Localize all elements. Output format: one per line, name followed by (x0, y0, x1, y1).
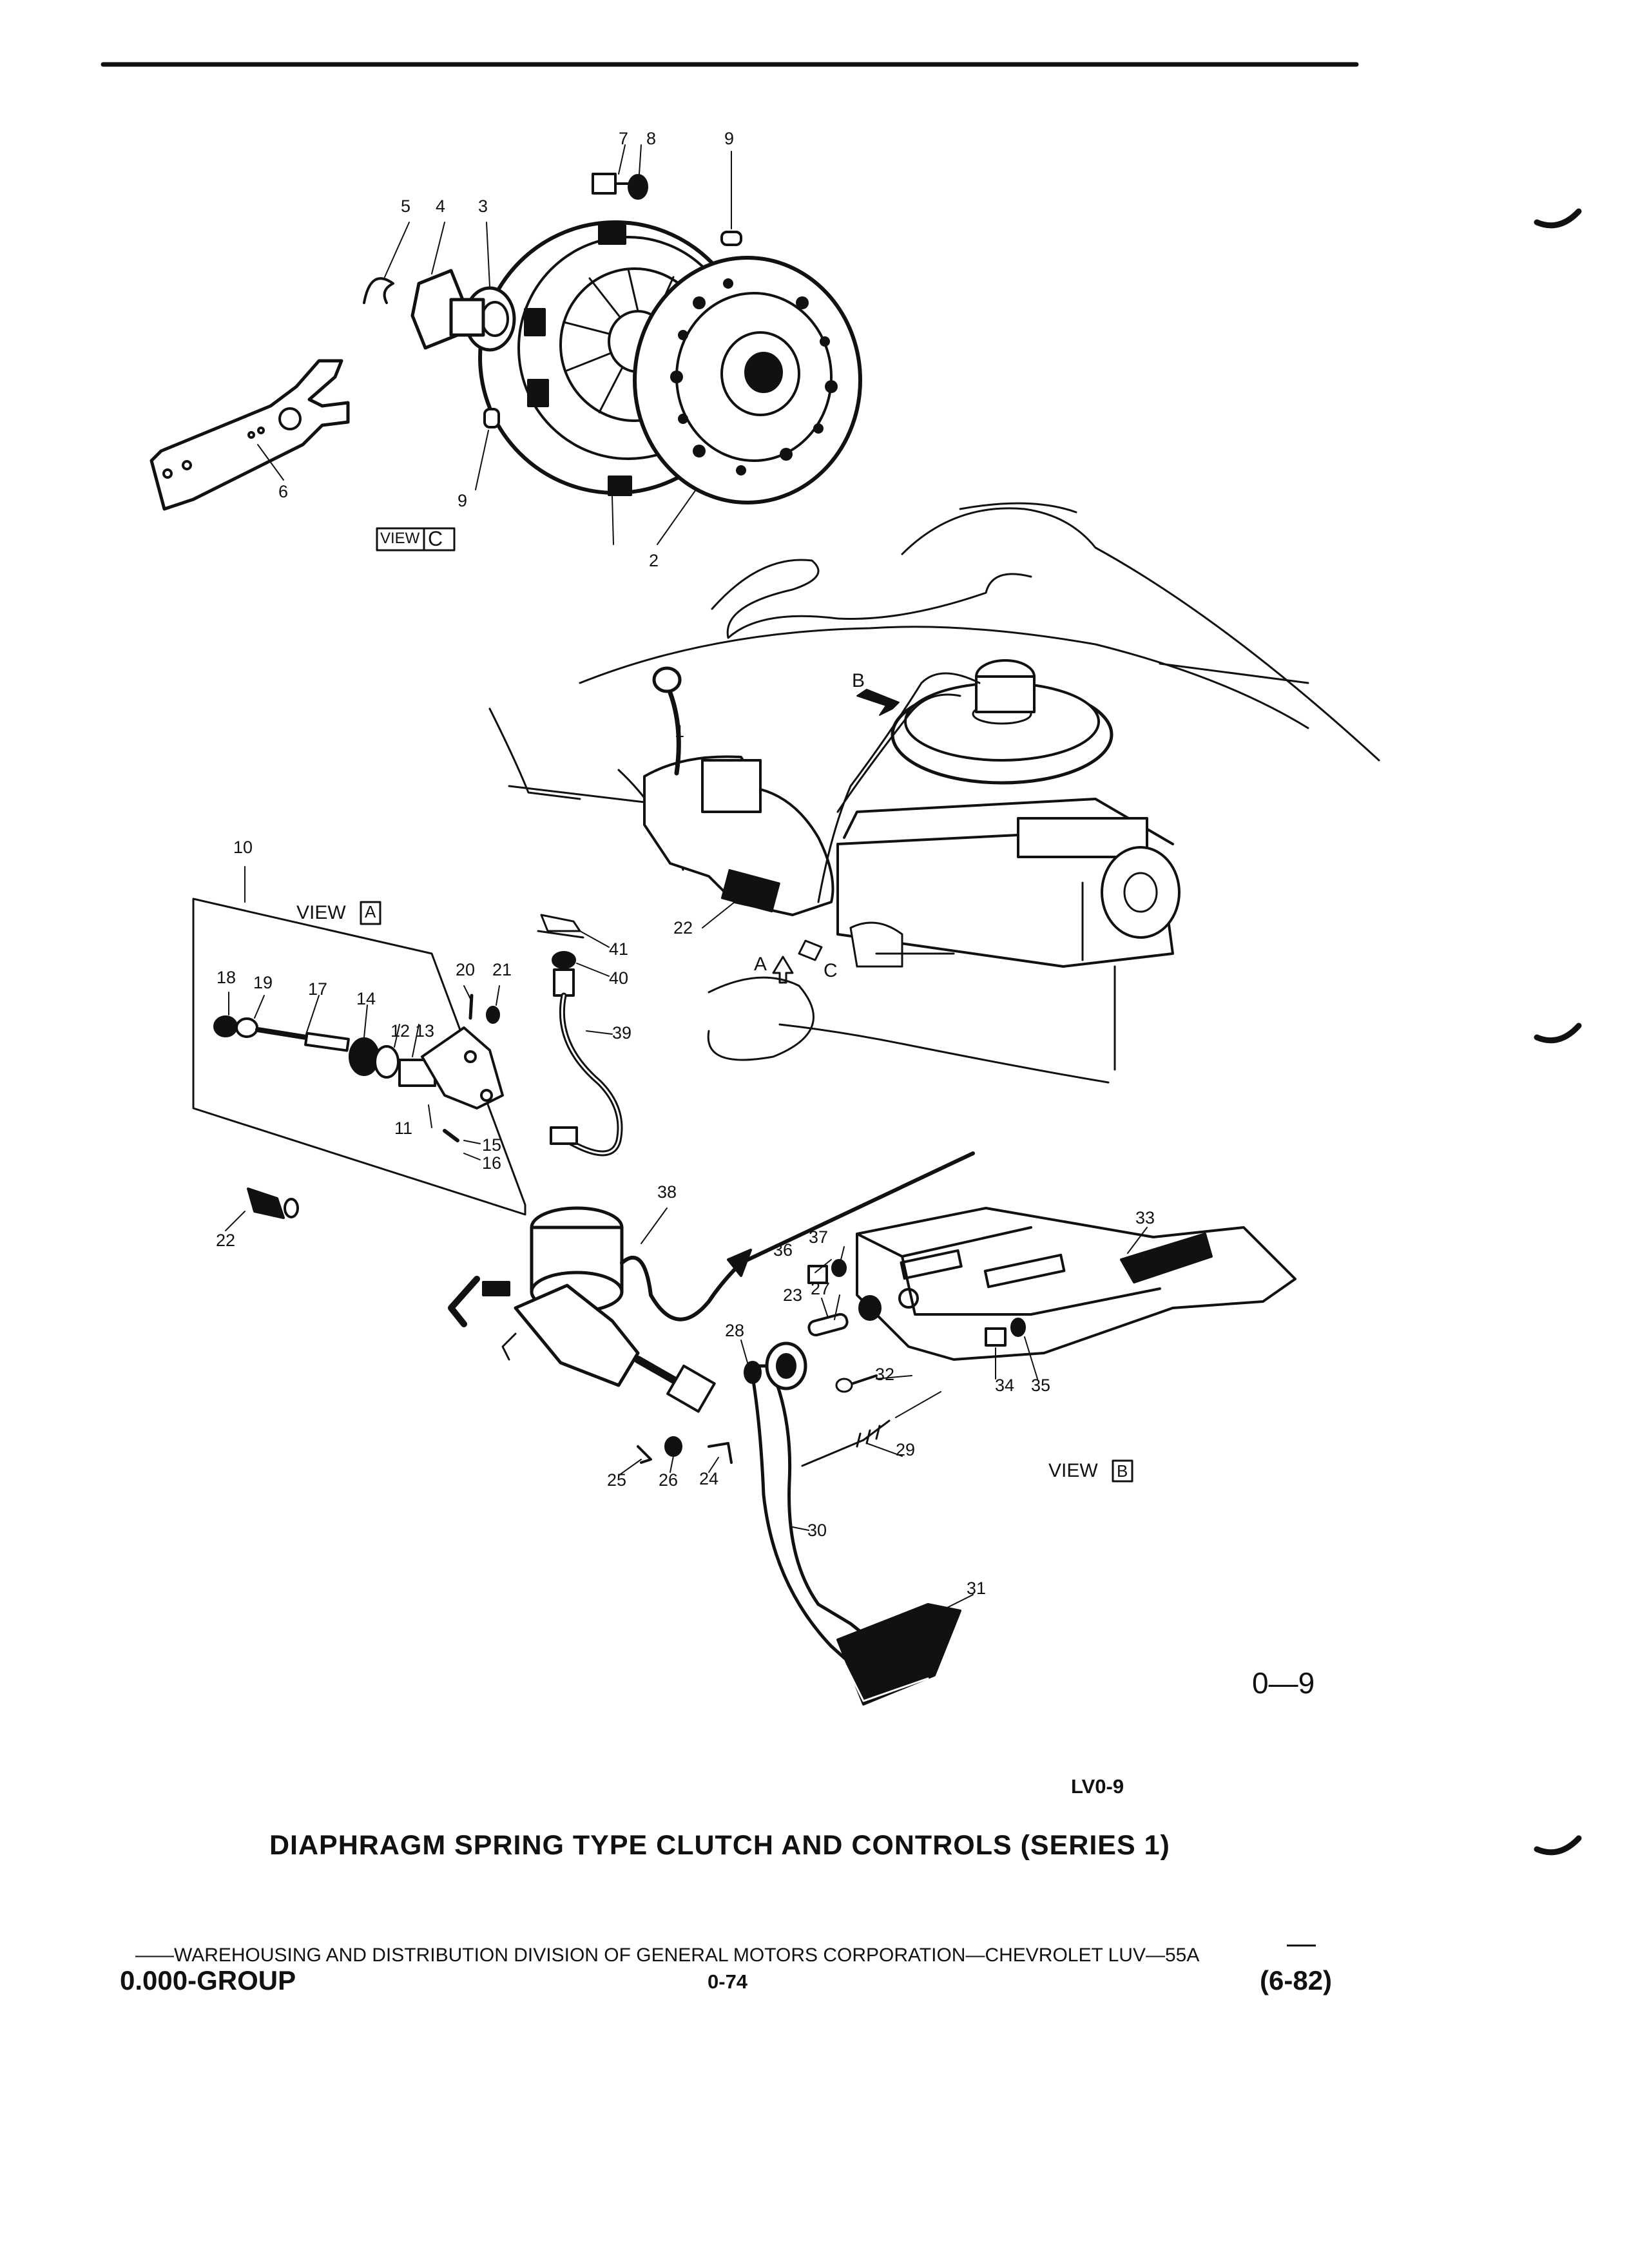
callout-number: 5 (401, 197, 411, 216)
callout-number: 18 (217, 968, 236, 987)
footer-rule (1287, 1945, 1316, 1946)
callout-number: 26 (659, 1470, 679, 1490)
callout-number: 14 (356, 989, 376, 1008)
callout-number: 34 (995, 1376, 1015, 1395)
callout-number: 30 (807, 1521, 827, 1540)
engine-bay-illustration (488, 502, 1380, 1084)
callout-number: 28 (725, 1321, 745, 1340)
callout-number: 9 (458, 491, 468, 510)
view-a-letter: A (365, 902, 376, 921)
callout-number: 12 (390, 1021, 410, 1041)
footer-page-number: 0-74 (708, 1970, 748, 1993)
figure-number: 0—9 (1252, 1666, 1315, 1700)
view-c-label: VIEW (380, 530, 420, 547)
callout-number: 10 (233, 838, 253, 857)
callout-number: 6 (278, 482, 289, 501)
callout-number: 41 (609, 939, 629, 959)
callout-number: 13 (415, 1021, 435, 1041)
view-c-letter: C (428, 527, 443, 550)
callout-number: 29 (896, 1440, 916, 1459)
callout-number: 9 (724, 129, 735, 148)
page-title: DIAPHRAGM SPRING TYPE CLUTCH AND CONTROL… (269, 1830, 1170, 1861)
callout-number: 31 (967, 1579, 987, 1598)
callout-number: 1 (675, 722, 685, 741)
footer-publisher-line: ——WAREHOUSING AND DISTRIBUTION DIVISION … (135, 1945, 1200, 1966)
callout-number: 25 (607, 1470, 627, 1490)
callout-number: 27 (811, 1279, 831, 1298)
margin-mark (1534, 1023, 1582, 1044)
view-b-label: VIEW (1048, 1460, 1098, 1481)
callout-number: 38 (657, 1182, 677, 1202)
callout-number: 16 (482, 1153, 502, 1173)
view-b-letter: B (1117, 1461, 1128, 1481)
callout-number: 24 (699, 1469, 719, 1488)
view-b-pedal-assembly (448, 1151, 1296, 1706)
callout-number: 8 (646, 129, 657, 148)
arrow-label-c: C (824, 960, 838, 981)
callout-number: 22 (216, 1231, 236, 1250)
arrow-label-b: B (852, 670, 865, 691)
view-c-clutch-assembly (149, 144, 862, 552)
callout-number: 20 (456, 960, 476, 979)
callout-number: 33 (1135, 1208, 1155, 1227)
view-a-label: VIEW (296, 902, 346, 923)
footer-group: 0.000-GROUP (120, 1965, 296, 1995)
callout-number: 21 (492, 960, 512, 979)
callout-number: 36 (773, 1240, 793, 1260)
margin-mark (1534, 208, 1582, 229)
callout-number: 7 (619, 129, 629, 148)
callout-number: 37 (809, 1227, 829, 1247)
callout-number: 15 (482, 1135, 502, 1155)
view-a-slave-cylinder (192, 866, 526, 1231)
callout-number: 19 (253, 973, 273, 992)
margin-mark (1534, 1835, 1582, 1856)
callout-number: 32 (875, 1365, 895, 1384)
footer-date: (6-82) (1260, 1965, 1333, 1995)
callout-number: 17 (308, 979, 328, 999)
callout-number: 2 (649, 551, 659, 570)
callout-number: 11 (394, 1119, 413, 1138)
callout-number: 3 (478, 197, 488, 216)
clutch-hose-assembly (537, 914, 623, 1157)
callout-number: 4 (436, 197, 446, 216)
figure-code: LV0-9 (1071, 1775, 1124, 1798)
callout-number: 40 (609, 968, 629, 988)
callout-number: 22 (673, 918, 693, 937)
arrow-label-a: A (754, 954, 767, 975)
callout-number: 39 (612, 1023, 632, 1043)
callout-number: 23 (783, 1285, 803, 1305)
callout-number: 35 (1031, 1376, 1051, 1395)
